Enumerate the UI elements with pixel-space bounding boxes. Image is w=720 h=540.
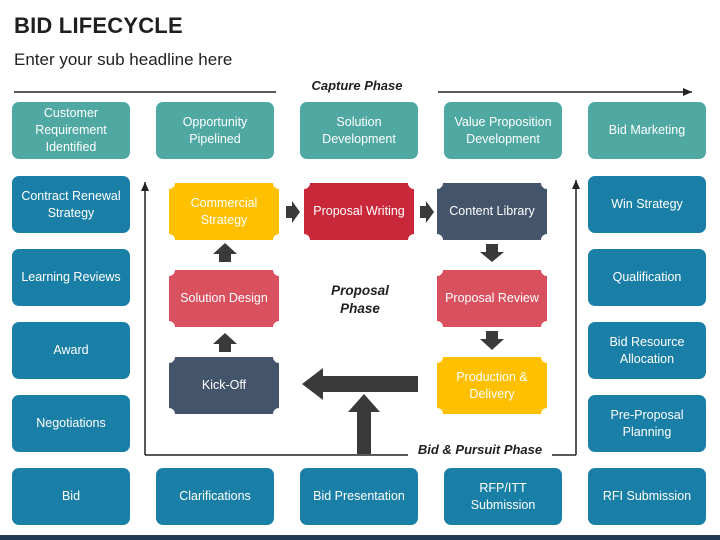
- arrow-down-icon: [480, 244, 504, 262]
- box-bid-marketing: Bid Marketing: [588, 102, 706, 159]
- box-rfp-itt-submission: RFP/ITT Submission: [444, 468, 562, 525]
- box-customer-requirement: Customer Requirement Identified: [12, 102, 130, 159]
- box-bid: Bid: [12, 468, 130, 525]
- arrow-right-icon: [420, 201, 434, 223]
- arrow-left-icon: [302, 368, 418, 400]
- step-label: Commercial Strategy: [190, 195, 258, 227]
- step-label: Production & Delivery: [456, 369, 528, 401]
- arrow-up-icon: [213, 333, 237, 352]
- step-production-delivery: Production & Delivery: [437, 357, 547, 414]
- step-kick-off: Kick-Off: [169, 357, 279, 414]
- arrow-down-icon: [480, 331, 504, 350]
- box-qualification: Qualification: [588, 249, 706, 306]
- pursuit-phase-label: Bid & Pursuit Phase: [408, 442, 552, 457]
- step-label: Content Library: [449, 204, 535, 219]
- box-pre-proposal-planning: Pre-Proposal Planning: [588, 395, 706, 452]
- arrow-right-icon: [286, 201, 300, 223]
- box-contract-renewal: Contract Renewal Strategy: [12, 176, 130, 233]
- arrow-up-icon: [348, 394, 380, 454]
- step-content-library: Content Library: [437, 183, 547, 240]
- box-award: Award: [12, 322, 130, 379]
- box-bid-resource-allocation: Bid Resource Allocation: [588, 322, 706, 379]
- box-rfi-submission: RFI Submission: [588, 468, 706, 525]
- box-bid-presentation: Bid Presentation: [300, 468, 418, 525]
- page-subtitle: Enter your sub headline here: [14, 50, 233, 69]
- step-commercial-strategy: Commercial Strategy: [169, 183, 279, 240]
- box-win-strategy: Win Strategy: [588, 176, 706, 233]
- box-solution-development: Solution Development: [300, 102, 418, 159]
- page-title: BID LIFECYCLE: [14, 13, 183, 38]
- arrow-up-icon: [213, 243, 237, 262]
- proposal-phase-label: Proposal Phase: [331, 283, 389, 317]
- step-label: Proposal Writing: [313, 204, 405, 219]
- box-negotiations: Negotiations: [12, 395, 130, 452]
- step-solution-design: Solution Design: [169, 270, 279, 327]
- footer-bar: [0, 535, 720, 540]
- step-proposal-review: Proposal Review: [437, 270, 547, 327]
- box-clarifications: Clarifications: [156, 468, 274, 525]
- box-opportunity-pipelined: Opportunity Pipelined: [156, 102, 274, 159]
- capture-phase-label: Capture Phase: [282, 78, 432, 93]
- step-label: Kick-Off: [201, 378, 247, 393]
- box-learning-reviews: Learning Reviews: [12, 249, 130, 306]
- step-label: Proposal Review: [445, 291, 539, 306]
- step-label: Solution Design: [180, 291, 268, 306]
- box-value-proposition: Value Proposition Development: [444, 102, 562, 159]
- step-proposal-writing: Proposal Writing: [304, 183, 414, 240]
